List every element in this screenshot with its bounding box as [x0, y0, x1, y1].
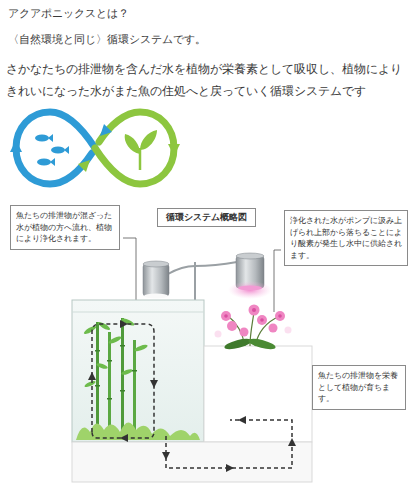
bamboo-plant [120, 390, 125, 392]
fish-icon [35, 135, 49, 142]
bamboo-plant [97, 321, 111, 332]
lamp [143, 261, 169, 267]
flow-arrowhead [162, 452, 170, 460]
orchid-plant [215, 305, 292, 352]
lamp [194, 262, 196, 302]
orchid-plant [247, 337, 276, 352]
callout-box: 魚たちの排泄物を栄養として植物が育ちます。 [312, 365, 406, 410]
subtitle-text: 〈自然環境と同じ〉循環システムです。 [8, 32, 408, 48]
leader-line [274, 250, 281, 312]
heading-text: 循環システム概略図 [166, 211, 247, 224]
lamp [143, 253, 272, 302]
fish-icon [50, 158, 55, 166]
callout-text: 浄化された水がポンプに汲み上げられ上部から落ちることにより酸素が発生し水中に供給… [290, 215, 402, 261]
fish-icon [35, 134, 53, 142]
cycle-logo [95, 112, 174, 184]
orchid-plant [223, 337, 252, 352]
callout-box: 魚たちの排泄物が混ざった水が植物の方へ流れ、植物により浄化されます。 [10, 205, 120, 250]
orchid-plant [278, 314, 282, 318]
flow-arrowhead [88, 320, 296, 472]
bamboo-plant [133, 340, 136, 430]
orchid-plant [215, 327, 292, 338]
flow-path [166, 420, 292, 468]
bamboo-plant [134, 344, 149, 353]
callout-text: 魚たちの排泄物を栄養として植物が育ちます。 [318, 370, 400, 405]
fish-icon [37, 158, 55, 166]
bamboo-plant [76, 317, 200, 440]
flow-arrowhead [150, 380, 158, 388]
flow-arrowhead [120, 434, 128, 442]
cycle-logo [168, 144, 180, 156]
bamboo-plant [121, 368, 134, 376]
fish-icon [51, 146, 69, 154]
planter [72, 442, 312, 482]
cycle-logo [78, 160, 90, 172]
bamboo-plant [107, 398, 112, 400]
fish-icon [48, 134, 53, 142]
lamp [168, 262, 237, 274]
flow-arrowhead [88, 372, 96, 380]
orchid-plant [215, 331, 222, 338]
orchid-plant [285, 327, 292, 334]
fish-icon [37, 159, 51, 166]
bamboo-plant [120, 345, 125, 347]
orchid-plant [221, 305, 285, 337]
lamp [238, 286, 262, 291]
fish-tank [72, 300, 204, 442]
callout-box: 浄化された水がポンプに汲み上げられ上部から落ちることにより酸素が発生し水中に供給… [284, 210, 408, 266]
flow-path [92, 324, 154, 438]
orchid-plant [227, 321, 237, 331]
sprout-icon [140, 130, 157, 150]
orchid-plant [221, 311, 231, 321]
page-title: アクアポニックスとは？ [8, 6, 408, 22]
sprout-icon [125, 130, 157, 170]
planter [204, 346, 312, 442]
cycle-logo [100, 124, 112, 136]
fish-icon [35, 134, 69, 166]
cycle-logo [16, 112, 95, 184]
bamboo-plant [95, 385, 100, 387]
lamp [228, 281, 272, 299]
orchid-plant [240, 328, 249, 337]
fish-tank [72, 312, 204, 313]
section-heading-box: 循環システム概略図 [157, 208, 256, 227]
sprout-icon [125, 134, 140, 154]
lamp [143, 264, 169, 296]
orchid-plant [260, 318, 264, 322]
lamp [144, 294, 168, 299]
fish-icon [64, 146, 69, 154]
bamboo-plant [83, 325, 97, 336]
callout-text: 魚たちの排泄物が混ざった水が植物の方へ流れ、植物により浄化されます。 [16, 210, 114, 245]
bamboo-plant [107, 360, 112, 362]
cycle-logo [10, 112, 180, 184]
description-text: さかなたちの排泄物を含んだ水を植物が栄養素として吸収し、植物によりきれいになった… [6, 58, 409, 102]
flow-arrowhead [238, 416, 246, 424]
bamboo-plant [84, 380, 97, 389]
bamboo-plant [108, 335, 123, 345]
lamp [236, 253, 264, 259]
bamboo-plant [96, 362, 109, 370]
flow-arrowhead [120, 320, 128, 328]
fish-icon [51, 147, 65, 154]
flow-path [92, 324, 292, 468]
fish-tank [72, 300, 204, 442]
orchid-plant [224, 314, 228, 318]
bamboo-plant [95, 345, 137, 400]
orchid-plant [252, 308, 256, 312]
bamboo-plant [132, 370, 137, 372]
planter [72, 346, 312, 482]
flow-arrowhead [288, 438, 296, 446]
orchid-plant [249, 305, 260, 316]
orchid-plant [257, 315, 267, 325]
bamboo-plant [96, 322, 99, 430]
orchid-plant [224, 308, 282, 322]
orchid-plant [269, 324, 278, 333]
bamboo-plant [95, 350, 100, 352]
cycle-logo [10, 140, 22, 152]
flow-arrowhead [226, 464, 234, 472]
orchid-plant [275, 311, 285, 321]
bamboo-plant [108, 332, 111, 430]
